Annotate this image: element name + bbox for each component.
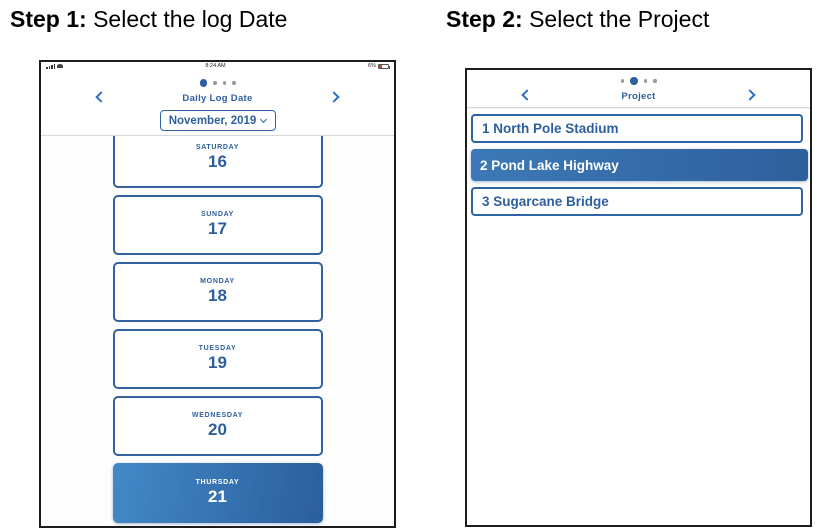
page-dot	[653, 79, 657, 83]
day-number: 18	[208, 286, 227, 305]
header-divider	[467, 107, 810, 108]
step1-heading: Step 1: Select the log Date	[10, 6, 287, 33]
project-label: 2 Pond Lake Highway	[480, 157, 619, 173]
page-indicator	[41, 79, 394, 87]
page-dot	[620, 79, 624, 83]
battery-percent: 6%	[368, 63, 376, 69]
battery-icon	[377, 63, 391, 69]
screenshot-project: Project 1 North Pole Stadium 2 Pond Lake …	[465, 68, 812, 527]
chevron-down-icon	[260, 115, 268, 123]
day-name: THURSDAY	[195, 479, 240, 486]
wifi-icon	[57, 64, 63, 68]
screenshot-daily-log-date: 8:24 AM 6% Daily Log Date November, 2019…	[39, 60, 396, 528]
day-number: 20	[208, 420, 227, 439]
page-dot	[222, 81, 226, 85]
step2-label: Step 2:	[446, 6, 523, 32]
signal-icon	[46, 63, 55, 69]
project-label: 3 Sugarcane Bridge	[482, 194, 609, 209]
page-dot	[643, 79, 647, 83]
page-dot-active	[199, 79, 207, 87]
status-bar: 8:24 AM 6%	[41, 62, 394, 70]
chevron-right-icon[interactable]	[328, 91, 340, 103]
step1-label: Step 1:	[10, 6, 87, 32]
day-number: 21	[208, 487, 227, 506]
project-row[interactable]: 2 Pond Lake Highway	[471, 149, 808, 181]
day-name: TUESDAY	[198, 345, 237, 352]
header-divider	[41, 135, 394, 136]
date-nav-row: Daily Log Date	[41, 91, 394, 105]
project-label: 1 North Pole Stadium	[482, 121, 619, 136]
project-nav-title: Project	[621, 90, 656, 102]
step1-text: Select the log Date	[86, 6, 288, 32]
status-time: 8:24 AM	[205, 63, 226, 69]
page-dot-active	[630, 77, 638, 85]
day-number: 17	[208, 219, 227, 238]
project-row[interactable]: 1 North Pole Stadium	[471, 114, 803, 143]
page-dot	[213, 81, 217, 85]
day-name: MONDAY	[200, 278, 235, 285]
status-right: 6%	[368, 63, 391, 69]
page-indicator	[467, 77, 810, 85]
chevron-left-icon[interactable]	[95, 91, 107, 103]
day-name: WEDNESDAY	[191, 412, 244, 419]
day-name: SUNDAY	[200, 211, 235, 218]
chevron-right-icon[interactable]	[744, 89, 756, 101]
step2-heading: Step 2: Select the Project	[446, 6, 709, 33]
step2-text: Select the Project	[522, 6, 710, 32]
project-nav-row: Project	[467, 89, 810, 103]
month-year-dropdown[interactable]: November, 2019	[159, 110, 276, 131]
month-year-value: November, 2019	[168, 114, 257, 127]
page-dot	[232, 81, 236, 85]
day-number: 16	[208, 152, 227, 171]
day-number: 19	[208, 353, 227, 372]
project-row[interactable]: 3 Sugarcane Bridge	[471, 187, 803, 216]
day-name: SATURDAY	[195, 144, 240, 151]
chevron-left-icon[interactable]	[521, 89, 533, 101]
status-left	[46, 63, 63, 69]
project-list[interactable]: 1 North Pole Stadium 2 Pond Lake Highway 3…	[467, 108, 810, 216]
date-nav-title: Daily Log Date	[182, 92, 253, 104]
